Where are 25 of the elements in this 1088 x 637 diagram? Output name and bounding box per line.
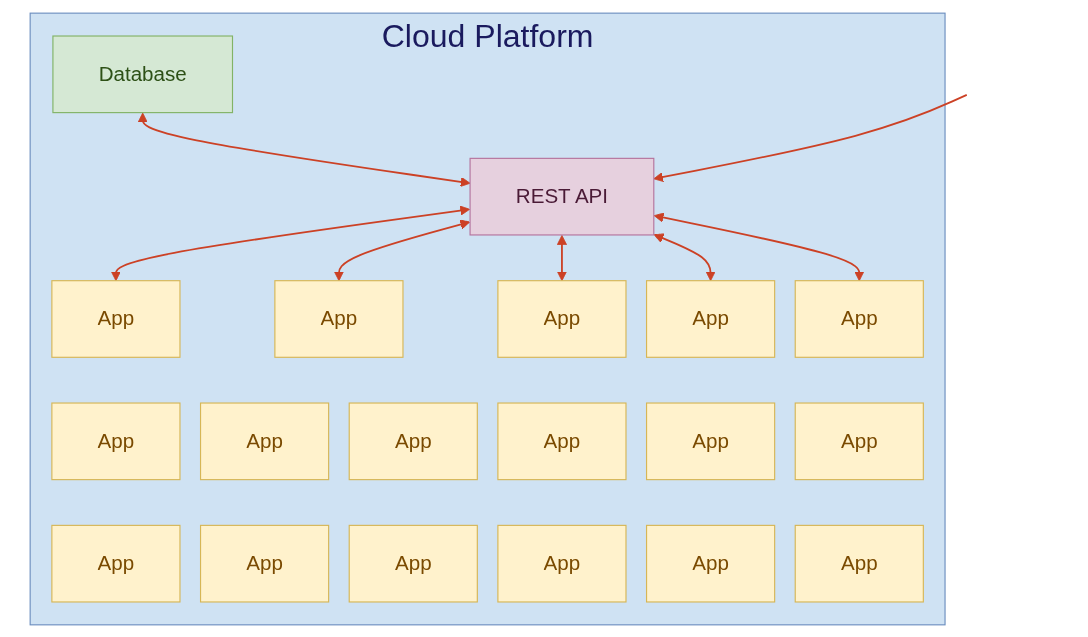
node-box: App xyxy=(199,524,329,603)
node-box: App xyxy=(794,401,924,480)
arrow xyxy=(653,93,968,182)
node-box: App xyxy=(497,279,627,358)
arrow xyxy=(556,234,567,281)
node-box: App xyxy=(645,524,776,603)
node-box: App xyxy=(51,401,181,480)
node-box: App xyxy=(51,279,181,358)
arrow xyxy=(333,219,470,281)
arrow xyxy=(653,212,865,281)
arrow xyxy=(110,205,470,281)
node-box: REST API xyxy=(469,157,655,236)
node-box: App xyxy=(794,279,924,358)
node-box: App xyxy=(348,401,478,480)
node-box: App xyxy=(51,524,181,603)
node-box: App xyxy=(199,401,329,480)
node-box: App xyxy=(645,279,776,358)
arrow xyxy=(653,232,716,281)
node-box: App xyxy=(794,524,924,603)
node-box: App xyxy=(274,279,404,358)
node-box: App xyxy=(497,401,627,480)
node-box: App xyxy=(348,524,478,603)
node-box: App xyxy=(497,524,627,603)
node-box: App xyxy=(645,401,776,480)
node-box: Database xyxy=(52,34,233,113)
